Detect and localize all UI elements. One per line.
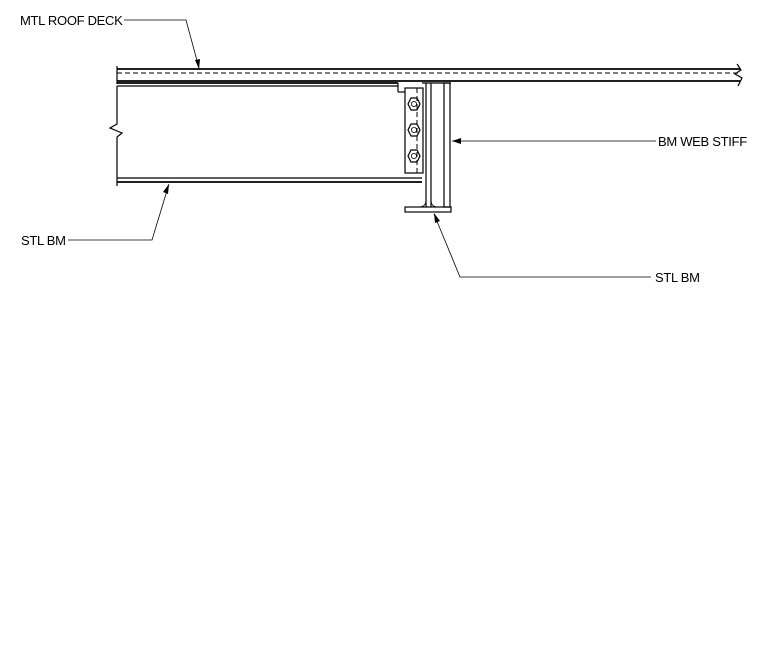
beam-web-stiffener xyxy=(443,82,451,208)
leader-roof-deck xyxy=(124,19,200,69)
label-bm-web-stiff: BM WEB STIFF xyxy=(658,134,747,149)
label-mtl-roof-deck: MTL ROOF DECK xyxy=(20,13,123,28)
leader-lines xyxy=(68,19,656,278)
arrowhead-roof-deck xyxy=(195,59,200,69)
label-stl-bm-left: STL BM xyxy=(21,233,66,248)
arrowhead-web-stiffener xyxy=(452,138,461,144)
leader-arrowheads xyxy=(163,59,461,223)
bolted-shear-tab xyxy=(404,87,424,174)
arrowhead-right-beam xyxy=(434,213,440,223)
bolt-3 xyxy=(407,149,421,163)
arrowhead-left-beam xyxy=(163,184,169,194)
bolt-1 xyxy=(407,97,421,111)
label-stl-bm-right: STL BM xyxy=(655,270,700,285)
left-steel-beam xyxy=(108,82,422,186)
bolt-2 xyxy=(407,123,421,137)
leader-left-beam xyxy=(68,183,170,241)
leader-right-beam xyxy=(433,213,651,278)
metal-roof-deck xyxy=(116,63,743,87)
